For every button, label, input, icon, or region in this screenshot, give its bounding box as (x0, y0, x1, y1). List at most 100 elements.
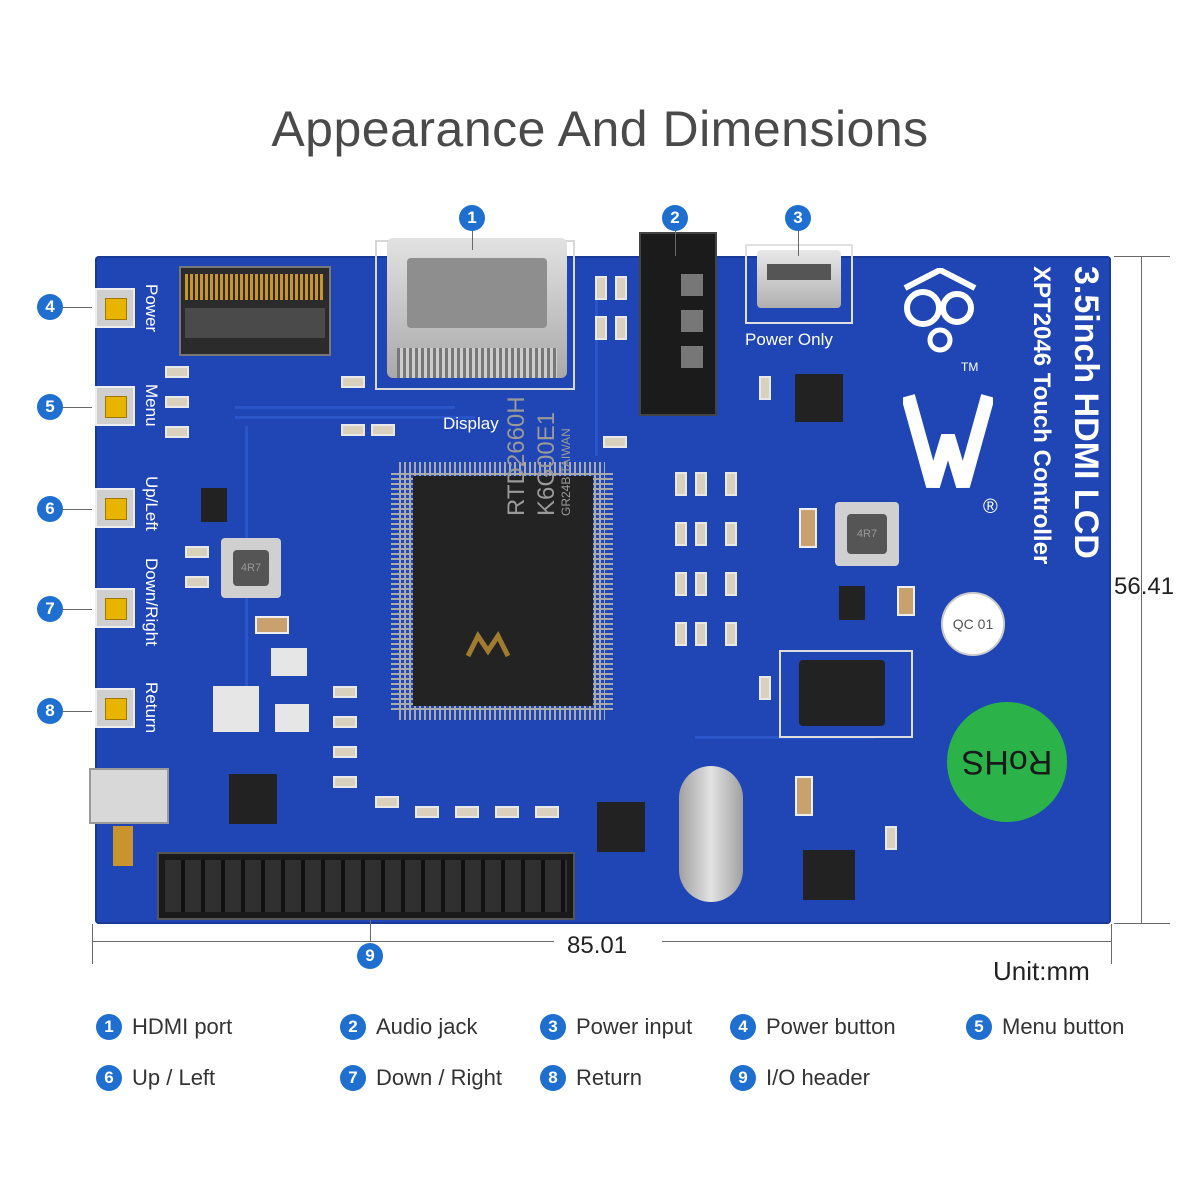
page-title: Appearance And Dimensions (271, 101, 929, 157)
resistor (615, 276, 627, 300)
dimension-tick (1111, 924, 1112, 964)
trademark-mark: TM (961, 360, 979, 374)
dimension-tick (1114, 923, 1170, 924)
capacitor (897, 586, 915, 616)
callout-6: 6 (37, 496, 63, 522)
resistor (333, 746, 357, 758)
display-label: Display (443, 414, 499, 433)
resistor (165, 396, 189, 408)
callout-leader-1 (472, 230, 473, 250)
micro-usb-port (757, 250, 841, 308)
callout-leader-9 (370, 920, 371, 942)
waveshare-logo (895, 266, 985, 378)
callout-4: 4 (37, 294, 63, 320)
resistor (375, 796, 399, 808)
waveshare-w-logo (901, 386, 995, 496)
diode (275, 704, 309, 732)
resistor (165, 366, 189, 378)
resistor (185, 546, 209, 558)
callout-9: 9 (357, 943, 383, 969)
crystal-oscillator (679, 766, 743, 902)
height-dimension: 56.41 (1114, 573, 1175, 600)
down-right-button[interactable] (95, 588, 135, 628)
registered-mark: ® (983, 496, 998, 518)
small-ic-top (795, 374, 843, 422)
callout-7: 7 (37, 596, 63, 622)
diode (271, 648, 307, 676)
resistor (759, 676, 771, 700)
dimension-line-vertical (1141, 256, 1142, 924)
io-header (157, 852, 575, 920)
product-name: 3.5inch HDMI LCD (1067, 266, 1105, 559)
resistor (333, 686, 357, 698)
callout-3: 3 (785, 205, 811, 231)
callout-leader-4 (62, 307, 92, 308)
resistor (695, 572, 707, 596)
up-left-button[interactable] (95, 488, 135, 528)
mosfet (201, 488, 227, 522)
dimension-tick (1114, 256, 1170, 257)
resistor (759, 376, 771, 400)
resistor (725, 522, 737, 546)
resistor (885, 826, 897, 850)
capacitor (255, 616, 289, 634)
lcd-board: Display Power Only TM ® 3.5inch HDMI LCD… (89, 232, 1111, 924)
power-label: Power (142, 284, 161, 333)
callout-2: 2 (662, 205, 688, 231)
hdmi-port (387, 238, 567, 378)
chip-text-3: GR24B TAIWAN (559, 428, 573, 516)
qc-sticker: QC 01 (941, 592, 1005, 656)
return-button[interactable] (95, 688, 135, 728)
resistor (675, 522, 687, 546)
ribbon-tab (113, 826, 133, 866)
inductor-right: 4R7 (835, 502, 899, 566)
diode (213, 686, 259, 732)
resistor (333, 776, 357, 788)
resistor (535, 806, 559, 818)
resistor (185, 576, 209, 588)
resistor (675, 472, 687, 496)
main-chip: RTD2660H K6G00E1 GR24B TAIWAN (413, 396, 593, 706)
resistor (695, 522, 707, 546)
resistor (495, 806, 519, 818)
down-right-label: Down/Right (142, 558, 161, 646)
pcb-trace (595, 296, 598, 456)
fpc-connector (179, 266, 331, 356)
audio-jack (639, 232, 717, 416)
resistor (455, 806, 479, 818)
resistor (615, 316, 627, 340)
resistor (341, 424, 365, 436)
inductor-left: 4R7 (221, 538, 281, 598)
rohs-sticker: RoHS (947, 702, 1067, 822)
resistor (675, 622, 687, 646)
regulator-outline (779, 650, 913, 738)
callout-leader-3 (798, 230, 799, 256)
small-ic-bottom (803, 850, 855, 900)
power-only-label: Power Only (745, 330, 833, 349)
realtek-logo (463, 626, 523, 666)
resistor (165, 426, 189, 438)
power-button[interactable] (95, 288, 135, 328)
power-input-outline (745, 244, 853, 324)
eeprom-ic (597, 802, 645, 852)
resistor (695, 472, 707, 496)
up-left-label: Up/Left (142, 476, 161, 531)
pcb-trace (235, 406, 455, 409)
product-subtitle: XPT2046 Touch Controller (1028, 266, 1055, 565)
resistor (725, 472, 737, 496)
callout-8: 8 (37, 698, 63, 724)
menu-button[interactable] (95, 386, 135, 426)
resistor (675, 572, 687, 596)
voltage-regulator (799, 660, 885, 726)
dimension-tick (92, 924, 93, 964)
tantalum-capacitor (795, 776, 813, 816)
resistor (695, 622, 707, 646)
resistor (725, 622, 737, 646)
